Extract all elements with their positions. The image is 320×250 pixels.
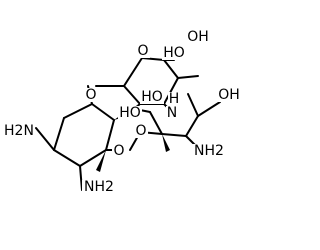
atom-label-h-center: H — [169, 91, 180, 107]
atom-label-o-left: O — [85, 87, 96, 103]
bond — [53, 149, 81, 167]
stereo-wedge — [96, 150, 106, 172]
bond — [161, 133, 187, 137]
atom-label-n-center: N — [167, 105, 177, 121]
atom-label-o-mid: O — [135, 123, 146, 139]
bond — [91, 103, 115, 121]
bond — [149, 111, 163, 135]
bond-layer — [35, 57, 221, 191]
bond — [123, 85, 141, 105]
atom-label-o-ring-top: O — [137, 43, 148, 59]
atom-label-ho-top: HO — [163, 45, 185, 61]
bond — [129, 135, 139, 151]
molecule-structure: O O HO OH HO HO H N OH H2N O NH2 O NH2 — [4, 29, 242, 196]
bond — [163, 59, 179, 79]
bond — [123, 57, 143, 87]
atom-label-ho-center: HO — [119, 105, 141, 121]
atom-label-layer: O O HO OH HO HO H N OH H2N O NH2 O NH2 — [4, 29, 242, 196]
bond — [163, 77, 179, 105]
bond — [187, 93, 199, 117]
bond — [63, 103, 93, 119]
bond — [79, 165, 83, 191]
bond — [105, 119, 115, 151]
bond — [185, 115, 199, 137]
bond — [79, 149, 107, 167]
atom-label-oh-right: OH — [218, 87, 240, 103]
bond — [197, 101, 221, 117]
bond — [177, 75, 199, 79]
bond — [35, 127, 55, 151]
atom-label-nh2-right: NH2 — [194, 143, 224, 159]
bond — [53, 117, 65, 151]
stereo-wedge — [162, 134, 170, 152]
atom-label-h2n-left: H2N — [4, 123, 34, 139]
atom-label-o-lower: O — [113, 143, 124, 159]
atom-label-nh2-bottom: NH2 — [84, 179, 114, 195]
atom-label-oh-top-right: OH — [187, 29, 209, 45]
bond — [141, 57, 165, 61]
atom-label-ho-center-2: HO — [141, 89, 163, 105]
